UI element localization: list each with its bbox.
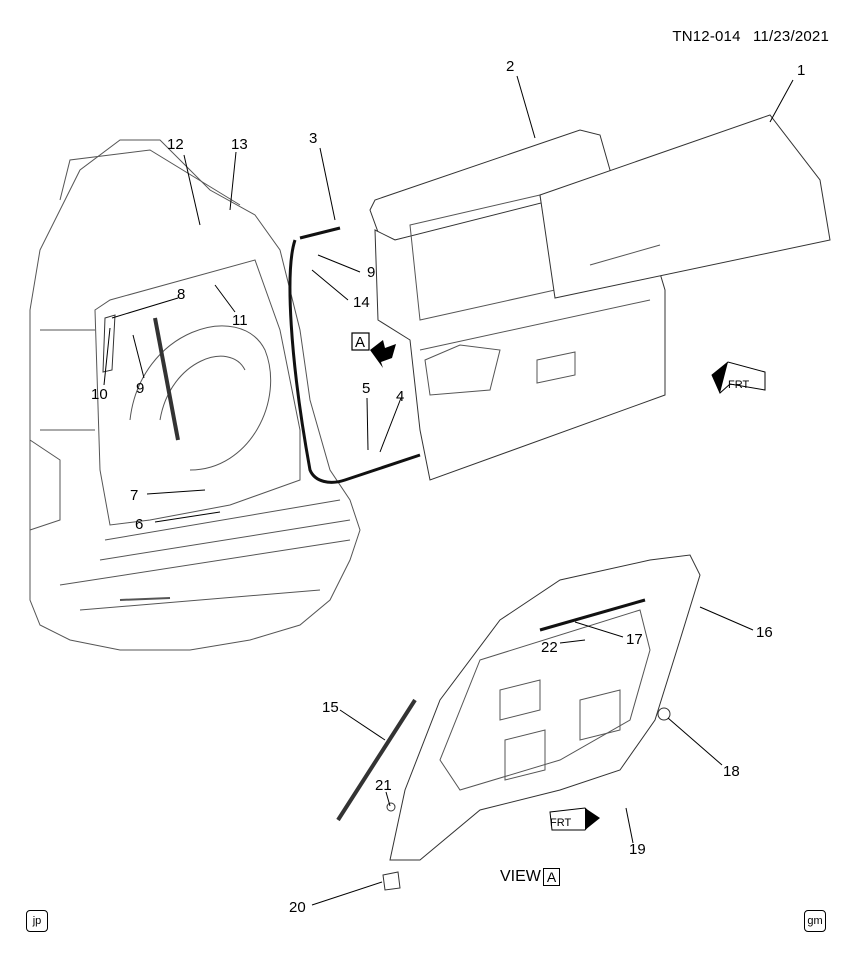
leader-lines: [103, 75, 794, 906]
callout-2: 2: [506, 58, 514, 75]
callout-6: 6: [135, 516, 143, 533]
callout-12: 12: [167, 136, 184, 153]
callout-17: 17: [626, 631, 643, 648]
callout-13: 13: [231, 136, 248, 153]
view-a-marker: A: [351, 332, 396, 368]
callout-4: 4: [396, 388, 404, 405]
vehicle-body-outline: [29, 139, 361, 651]
callout-11: 11: [232, 312, 248, 329]
view-a-letter: A: [542, 868, 561, 886]
frt-label-upper: FRT: [728, 379, 749, 391]
diagram-date: 11/23/2021: [753, 28, 829, 45]
view-a-prefix: VIEW: [500, 868, 541, 885]
weatherstrip: [288, 239, 421, 484]
frt-label-lower: FRT: [550, 817, 571, 829]
callout-9-upper: 9: [367, 264, 375, 281]
callout-19: 19: [629, 841, 646, 858]
gm-logo-badge: gm: [804, 910, 826, 932]
jp-badge-text: jp: [32, 915, 42, 927]
diagram-code: TN12-014: [672, 28, 741, 45]
callout-18: 18: [723, 763, 740, 780]
jp-badge: jp: [26, 910, 48, 932]
view-a-marker-letter: A: [355, 334, 365, 351]
callout-7: 7: [130, 487, 138, 504]
callout-22: 22: [541, 639, 558, 656]
callout-9-lower: 9: [136, 380, 144, 397]
callout-labels: 1 2 3 4 5 6 7 8 9 9 10 11 12 13 14 15 16…: [91, 58, 805, 916]
callout-3: 3: [309, 130, 317, 147]
view-a-label: VIEW A: [500, 868, 561, 886]
callout-1: 1: [797, 62, 805, 79]
diagram-header: TN12-014 11/23/2021: [664, 28, 829, 45]
callout-21: 21: [375, 777, 392, 794]
callout-15: 15: [322, 699, 339, 716]
rear-glass: [539, 114, 831, 299]
callout-10: 10: [91, 386, 108, 403]
callout-14: 14: [353, 294, 370, 311]
callout-16: 16: [756, 624, 773, 641]
lift-strut-left: [153, 317, 180, 441]
callout-8: 8: [177, 286, 185, 303]
callout-20: 20: [289, 899, 306, 916]
gm-badge-text: gm: [807, 915, 823, 927]
view-a-arrow-icon: [370, 340, 396, 368]
lift-strut-15: [336, 698, 417, 822]
liftgate-inner: [389, 554, 701, 861]
frt-arrow-icon: FRT: [711, 361, 766, 394]
callout-5: 5: [362, 380, 370, 397]
frt-arrow-icon: FRT: [549, 807, 600, 831]
